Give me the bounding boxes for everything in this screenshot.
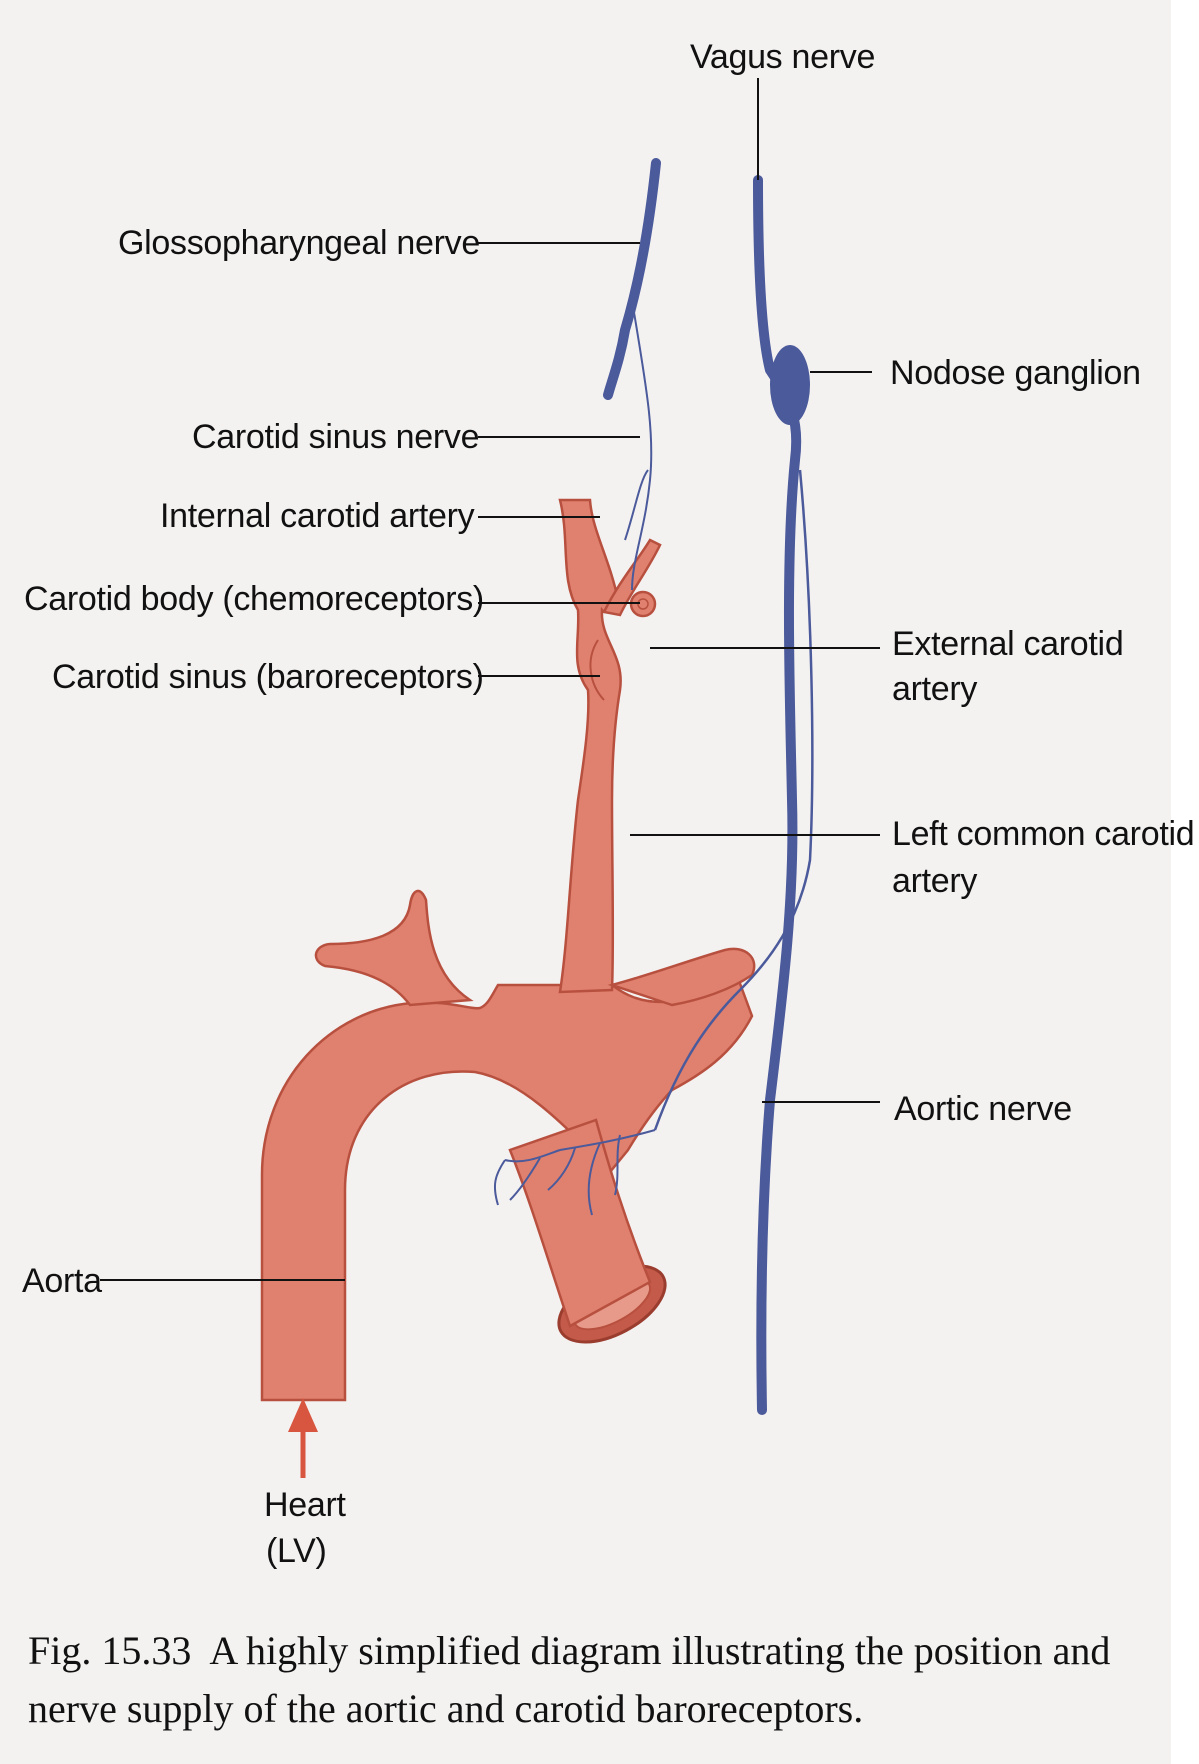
nodose-ganglion bbox=[770, 345, 810, 425]
label-left-common-carotid-artery-line2: artery bbox=[892, 862, 977, 900]
label-external-carotid-artery-line1: External carotid bbox=[892, 625, 1123, 663]
label-external-carotid-artery-line2: artery bbox=[892, 670, 977, 708]
label-carotid-sinus: Carotid sinus (baroreceptors) bbox=[52, 658, 484, 696]
carotid-sinus-nerve-branch bbox=[625, 470, 648, 540]
label-vagus-nerve: Vagus nerve bbox=[690, 38, 875, 76]
left-common-carotid-artery bbox=[560, 500, 621, 992]
heart-arrow bbox=[288, 1398, 318, 1478]
label-glossopharyngeal-nerve: Glossopharyngeal nerve bbox=[118, 224, 480, 262]
label-carotid-body: Carotid body (chemoreceptors) bbox=[24, 580, 484, 618]
label-left-common-carotid-artery-line1: Left common carotid bbox=[892, 815, 1194, 853]
label-heart-line1: Heart bbox=[264, 1486, 346, 1524]
label-nodose-ganglion: Nodose ganglion bbox=[890, 354, 1141, 392]
label-aorta: Aorta bbox=[22, 1262, 102, 1300]
figure-number: Fig. 15.33 bbox=[28, 1628, 191, 1673]
aorta-arch bbox=[262, 500, 754, 1400]
label-internal-carotid-artery: Internal carotid artery bbox=[160, 497, 474, 535]
glossopharyngeal-nerve bbox=[608, 163, 656, 395]
nerves bbox=[608, 163, 812, 1410]
aorta-body bbox=[262, 962, 752, 1400]
brachiocephalic-trunk bbox=[316, 891, 470, 1005]
label-aortic-nerve: Aortic nerve bbox=[894, 1090, 1072, 1128]
label-carotid-sinus-nerve: Carotid sinus nerve bbox=[192, 418, 479, 456]
label-heart-line2: (LV) bbox=[266, 1532, 327, 1570]
